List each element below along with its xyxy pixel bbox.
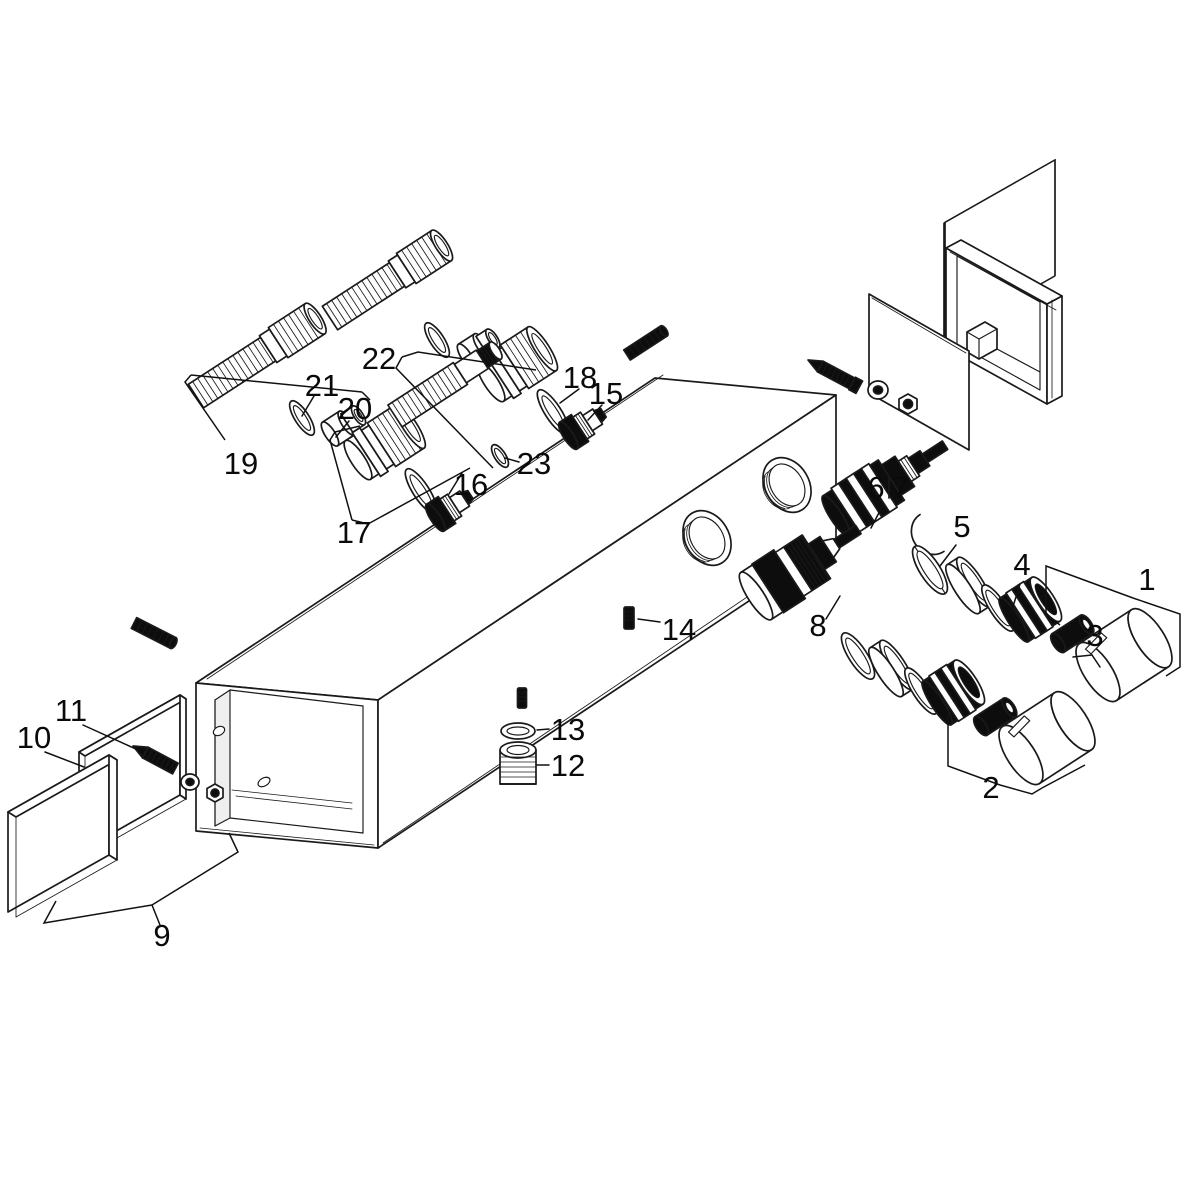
callout-label-5: 5 — [953, 509, 970, 544]
part-5-ring — [911, 545, 949, 595]
part-10-cover-plate — [7, 754, 118, 918]
callout-label-9: 9 — [153, 918, 170, 953]
anchor-lower-left — [130, 616, 178, 650]
part-13-small-screw — [516, 687, 528, 709]
wall-screw — [807, 359, 864, 395]
callout-label-15: 15 — [589, 376, 623, 411]
callout-label-2: 2 — [982, 770, 999, 805]
cartridge-ring-d — [867, 639, 915, 698]
bracket-19 — [184, 374, 226, 441]
callout-label-4: 4 — [1013, 547, 1030, 582]
callout-label-18: 18 — [563, 360, 597, 395]
wall-washer — [867, 380, 889, 400]
bracket-9 — [151, 904, 161, 926]
part-8-thermostatic-cartridge — [738, 524, 862, 621]
callout-label-21: 21 — [305, 368, 339, 403]
part-14-set-screw — [623, 606, 635, 630]
part-17-union-nut-stack — [343, 403, 427, 481]
cartridge-ring-c — [840, 631, 876, 681]
leader-20 — [335, 420, 350, 438]
part-1-handle-knob — [1075, 607, 1173, 703]
bracket-22 — [401, 351, 537, 371]
part-13-o-ring — [500, 722, 536, 740]
callout-label-6: 6 — [867, 470, 884, 505]
leader-15 — [587, 404, 603, 421]
part-3-sleeve — [1049, 614, 1095, 654]
wall-plate-back — [945, 239, 1063, 405]
bracket-1 — [1132, 597, 1181, 677]
leader-23 — [504, 457, 520, 463]
callout-label-22: 22 — [362, 341, 396, 376]
callout-label-11: 11 — [55, 693, 87, 728]
part-2-sleeve — [972, 697, 1018, 737]
callout-label-1: 1 — [1138, 562, 1155, 597]
leader-11 — [82, 724, 139, 751]
body-port-left — [682, 509, 732, 567]
leader-21 — [301, 395, 315, 417]
screw-lower-left — [132, 745, 180, 775]
wall-plate-gasket — [868, 293, 970, 451]
leader-6-7 — [870, 504, 884, 529]
callout-label-19: 19 — [224, 446, 258, 481]
callout-label-16: 16 — [454, 467, 488, 502]
wall-nut — [898, 393, 918, 415]
leader-16 — [448, 472, 463, 495]
callout-label-3: 3 — [1086, 618, 1103, 653]
callout-label-23: 23 — [517, 446, 551, 481]
leader-8 — [825, 595, 841, 620]
wall-anchor-upper — [622, 324, 669, 361]
callout-label-10: 10 — [17, 720, 51, 755]
part-5-retaining-clip — [910, 513, 945, 556]
leader-4 — [1010, 583, 1021, 614]
leader-14 — [637, 618, 661, 623]
callout-label-13: 13 — [551, 712, 585, 747]
leader-13 — [536, 728, 550, 731]
leader-18 — [559, 388, 580, 404]
leader-5 — [939, 544, 957, 567]
callout-label-20: 20 — [338, 391, 372, 426]
leader-3 — [1072, 654, 1093, 658]
part-2-splined-adapter — [921, 659, 986, 726]
bracket-2 — [999, 784, 1043, 795]
part-23-group — [387, 341, 510, 469]
callout-label-17: 17 — [337, 515, 371, 550]
callout-label-14: 14 — [662, 612, 696, 647]
part-23-o-ring — [490, 443, 510, 469]
main-body-housing — [195, 374, 837, 849]
bracket-17 — [329, 431, 353, 521]
washer-lower-left — [180, 773, 200, 791]
part-21-o-ring — [288, 399, 316, 437]
part-12-threaded-nipple — [499, 741, 537, 785]
callout-label-7: 7 — [892, 470, 909, 505]
part-15-check-valve — [557, 407, 608, 451]
part-6-7-valve-cartridge — [821, 440, 949, 538]
callout-label-12: 12 — [551, 748, 585, 783]
callout-label-8: 8 — [809, 608, 826, 643]
nut-lower-left — [206, 783, 224, 803]
part-16-check-valve — [424, 489, 475, 533]
part-19-s-union-long — [187, 302, 327, 409]
part-2-handle-knob — [998, 690, 1096, 786]
body-port-right — [762, 456, 812, 514]
leader-10 — [44, 751, 85, 768]
